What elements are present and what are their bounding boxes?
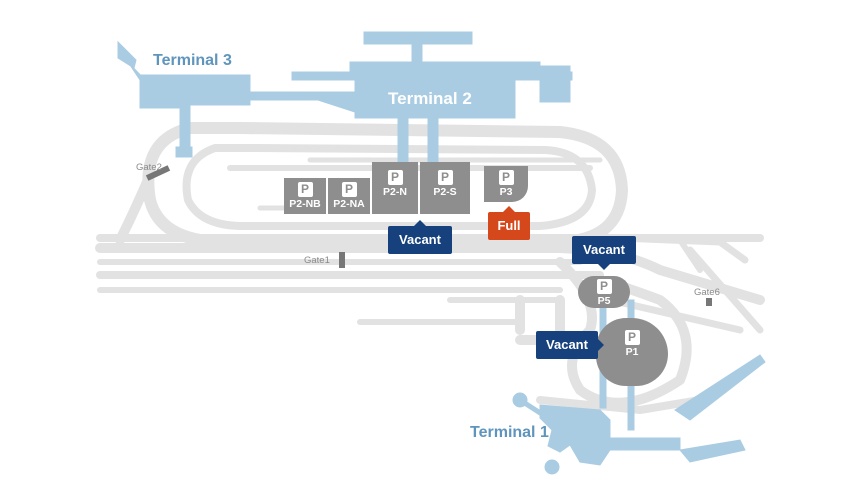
terminal-2-label: Terminal 2 [388, 89, 472, 108]
status-badge-p2: Vacant [388, 220, 452, 254]
gate-markers [145, 165, 712, 306]
parking-icon: P [498, 170, 514, 185]
parking-label: P2-N [383, 186, 407, 198]
parking-p2-n[interactable]: P P2-N [372, 162, 418, 214]
terminal-3-label: Terminal 3 [153, 52, 232, 69]
parking-p2-nb[interactable]: P P2-NB [284, 178, 326, 214]
parking-label: P1 [625, 346, 639, 358]
gate-1-label: Gate1 [304, 255, 330, 266]
gate-6-label: Gate6 [694, 287, 720, 298]
parking-p2-na[interactable]: P P2-NA [328, 178, 370, 214]
parking-label: P2-S [433, 186, 457, 198]
parking-icon: P [596, 279, 612, 294]
parking-p3[interactable]: P P3 [484, 166, 528, 202]
parking-p2-s[interactable]: P P2-S [420, 162, 470, 214]
parking-label: P3 [499, 186, 513, 198]
gate-2-label: Gate2 [136, 162, 162, 173]
status-badge-p3: Full [488, 206, 530, 240]
parking-label: P5 [597, 295, 611, 307]
parking-icon: P [437, 170, 453, 185]
parking-icon: P [341, 182, 357, 197]
parking-icon: P [387, 170, 403, 185]
parking-icon: P [297, 182, 313, 197]
parking-p5[interactable]: P P5 [578, 276, 630, 308]
terminal-buildings [117, 31, 766, 475]
parking-p1[interactable]: P P1 [596, 318, 668, 386]
status-badge-p5: Vacant [572, 236, 636, 270]
parking-label: P2-NA [333, 198, 365, 210]
parking-label: P2-NB [289, 198, 321, 210]
terminal-1-label: Terminal 1 [470, 424, 549, 441]
status-badge-p1: Vacant [536, 331, 604, 359]
parking-icon: P [624, 330, 640, 345]
